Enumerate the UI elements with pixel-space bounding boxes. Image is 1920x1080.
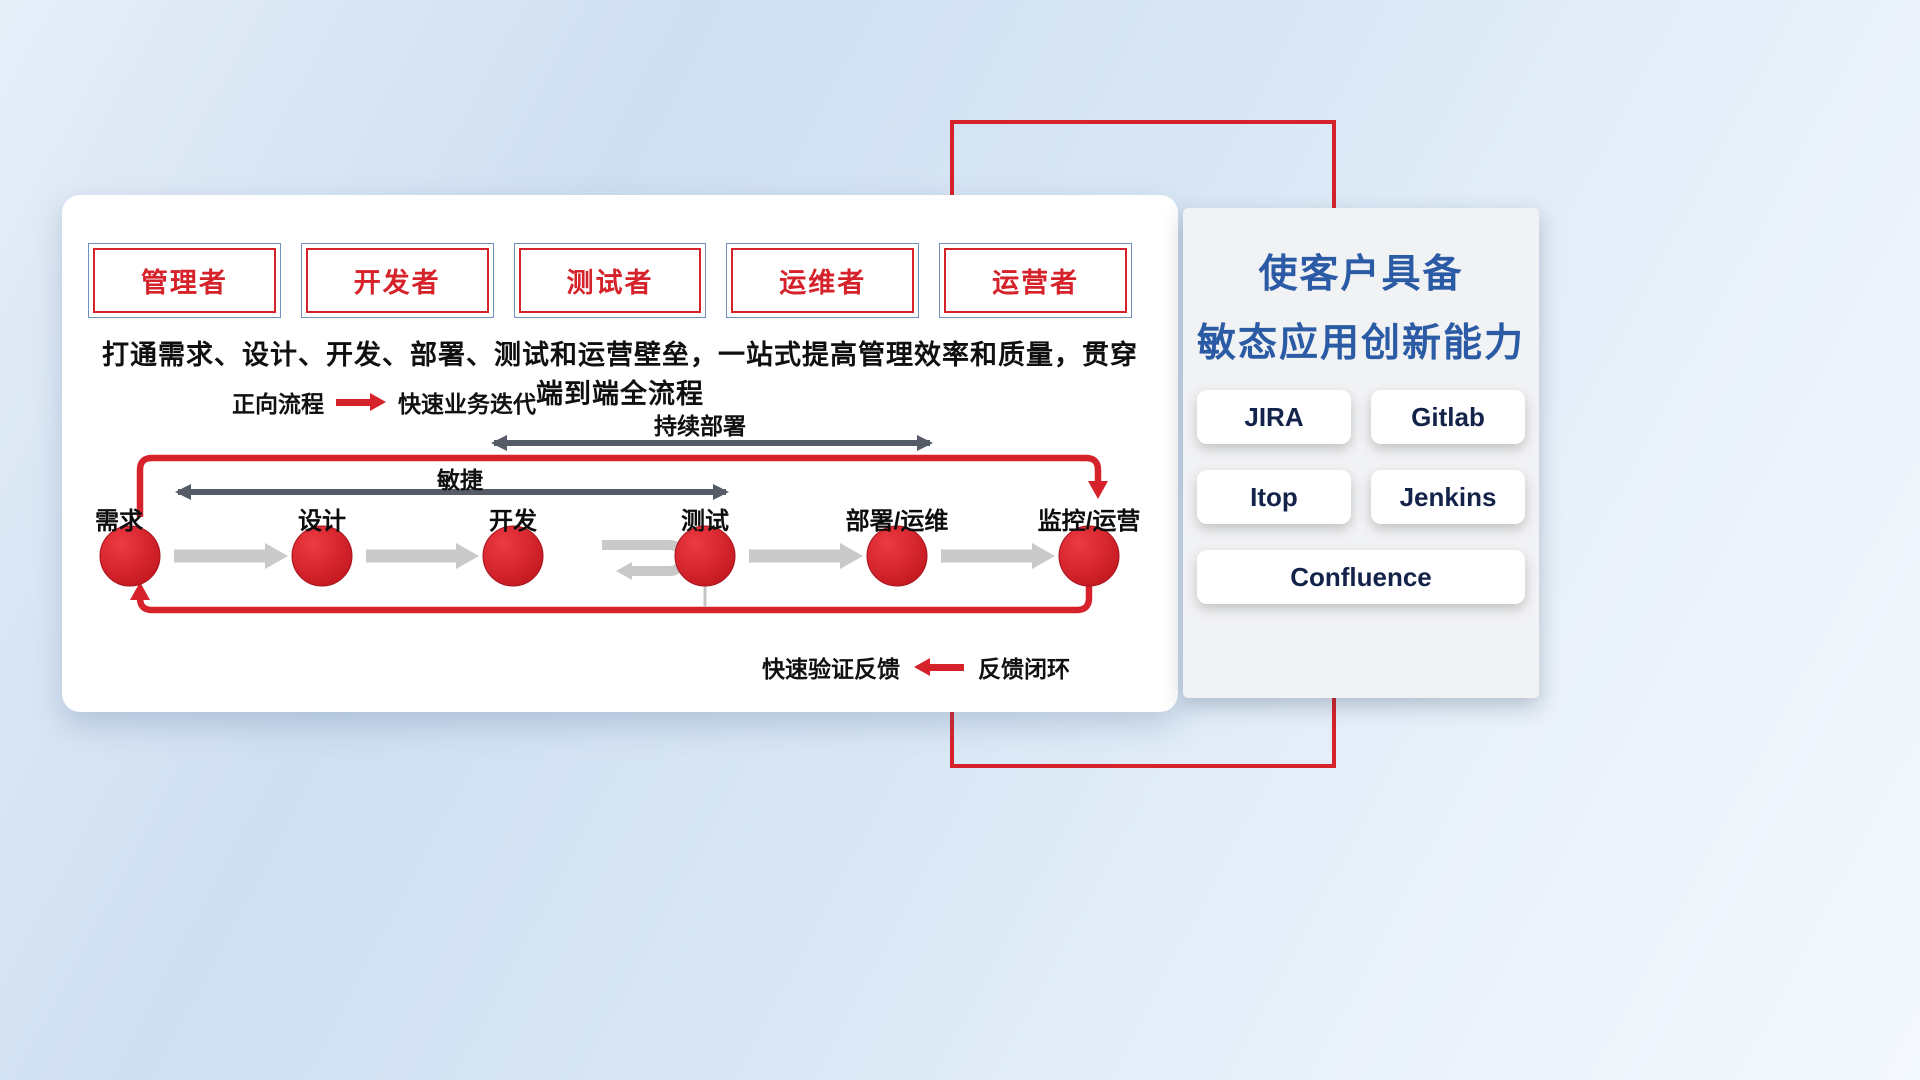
panel-title-line2: 敏态应用创新能力: [1196, 322, 1525, 366]
role-box-ops: 运维者: [726, 243, 920, 318]
role-box-manager: 管理者: [88, 243, 281, 318]
role-label: 开发者: [305, 248, 489, 313]
role-label: 运营者: [944, 248, 1127, 313]
card-subtitle: 打通需求、设计、开发、部署、测试和运营壁垒，一站式提高管理效率和质量，贯穿端到端…: [102, 340, 1138, 409]
forward-legend-desc: 快速业务迭代: [398, 391, 536, 417]
role-box-operator: 运营者: [939, 243, 1132, 318]
tool-badge-grid: JIRA Gitlab Itop Jenkins Confluence: [1197, 390, 1525, 604]
role-box-tester: 测试者: [513, 243, 707, 318]
node-label-requirements: 需求: [95, 508, 143, 535]
tool-badge-jenkins: Jenkins: [1371, 470, 1525, 524]
role-label: 运维者: [731, 248, 915, 313]
panel-title: 使客户具备 敏态应用创新能力: [1183, 240, 1539, 379]
panel-title-line1: 使客户具备: [1258, 253, 1464, 296]
tool-badge-gitlab: Gitlab: [1371, 390, 1525, 444]
node-label-testing: 测试: [681, 508, 729, 535]
feedback-legend-desc: 快速验证反馈: [762, 656, 900, 682]
feedback-legend-label: 反馈闭环: [978, 656, 1070, 682]
left-arrow-icon: [914, 658, 964, 676]
continuous-deploy-label: 持续部署: [654, 413, 746, 439]
feedback-legend: 快速验证反馈 反馈闭环: [762, 650, 1070, 684]
flow-diagram: [99, 435, 1120, 614]
tool-badge-confluence: Confluence: [1197, 550, 1525, 604]
tool-badge-jira: JIRA: [1197, 390, 1351, 444]
node-label-design: 设计: [298, 508, 346, 535]
role-box-row: 管理者 开发者 测试者 运维者 运营者: [88, 243, 1132, 318]
capability-panel: 使客户具备 敏态应用创新能力 JIRA Gitlab Itop Jenkins …: [1183, 208, 1539, 698]
node-label-development: 开发: [489, 508, 537, 535]
role-label: 测试者: [518, 248, 702, 313]
forward-legend-label: 正向流程: [232, 391, 324, 417]
node-label-deploy-ops: 部署/运维: [845, 508, 949, 535]
right-arrow-icon: [336, 393, 386, 411]
agile-label: 敏捷: [437, 467, 483, 493]
tool-badge-itop: Itop: [1197, 470, 1351, 524]
node-label-monitor-operate: 监控/运营: [1037, 508, 1141, 535]
devops-flow-card: 管理者 开发者 测试者 运维者 运营者 打通需求、设计、开发、部署、测试和运营壁…: [62, 195, 1178, 712]
forward-legend: 正向流程 快速业务迭代: [232, 385, 536, 419]
role-box-developer: 开发者: [300, 243, 494, 318]
role-label: 管理者: [93, 248, 276, 313]
